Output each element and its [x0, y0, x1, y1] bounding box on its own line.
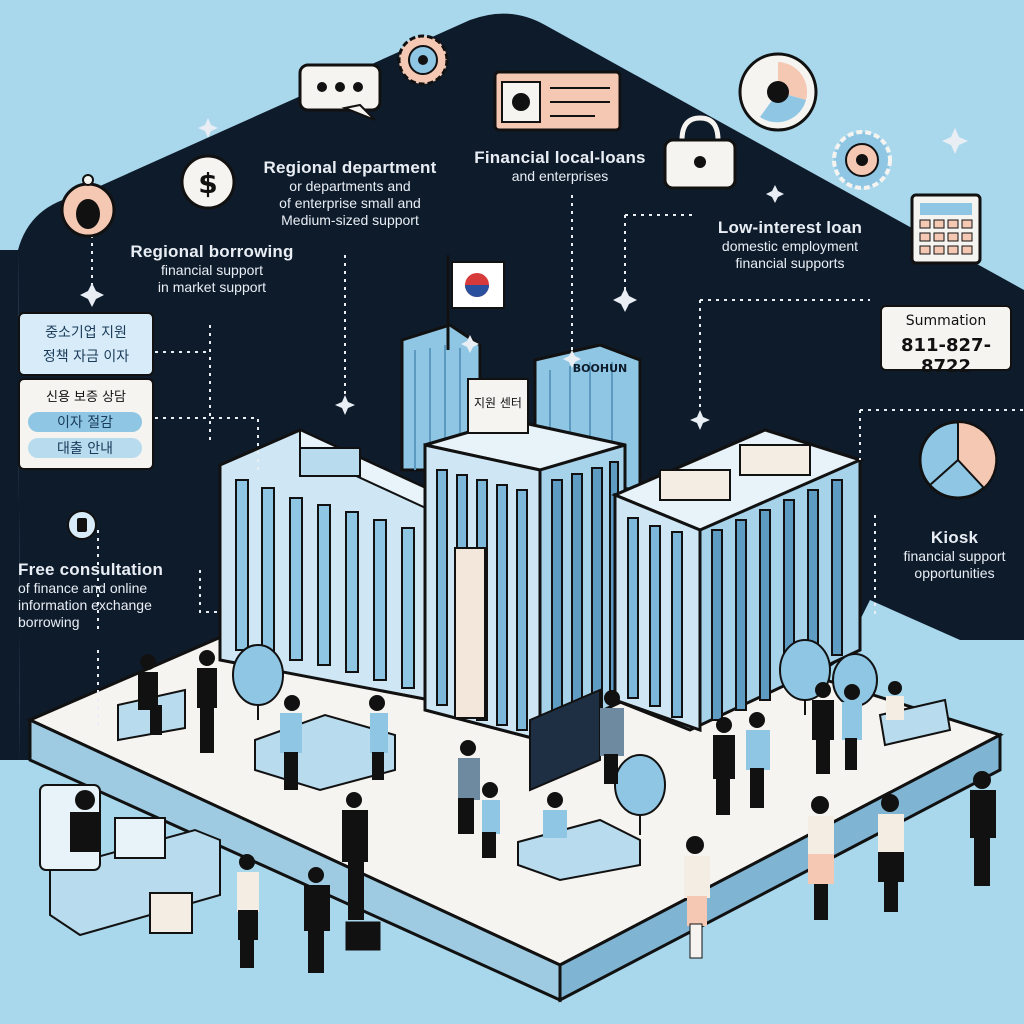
label-kiosk-info: Kiosk financial support opportunities [885, 528, 1024, 582]
pie-chart-small-icon [918, 420, 998, 500]
korean-flag-icon [446, 255, 505, 350]
label-low-interest-loan-title: Low-interest loan [717, 218, 863, 237]
label-regional-borrowing-sub2: in market support [157, 279, 267, 296]
label-kiosk-info-title: Kiosk [930, 528, 979, 547]
facade-sign-text: 지원 센터 [474, 396, 522, 410]
summary-panel-number: 811-827-8722 [900, 335, 992, 377]
padlock-bag-icon [663, 115, 737, 190]
summary-panel: Summation 811-827-8722 [880, 305, 1012, 377]
label-free-consultation-sub1: of finance and online [18, 580, 148, 597]
label-regional-borrowing: Regional borrowing financial support in … [112, 242, 312, 296]
label-regional-department-title: Regional department [263, 158, 437, 177]
label-regional-department-sub2: of enterprise small and [279, 195, 421, 212]
leader-lines [91, 195, 1024, 730]
people [70, 650, 996, 973]
korean-info-card-1: 중소기업 지원 정책 자금 이자 [18, 312, 154, 376]
label-financial-loans-sub: and enterprises [511, 168, 609, 185]
dollar-icon: $ [180, 154, 236, 210]
label-regional-department: Regional department or departments and o… [250, 158, 450, 229]
korean-card-1-line2: 정책 자금 이자 [42, 349, 130, 365]
label-free-consultation-sub3: borrowing [18, 613, 80, 630]
label-regional-borrowing-sub1: financial support [161, 262, 263, 279]
label-low-interest-loan-sub2: financial supports [735, 255, 845, 272]
summary-panel-title: Summation [905, 313, 987, 329]
sparkles [80, 118, 968, 430]
label-low-interest-loan: Low-interest loan domestic employment fi… [690, 218, 890, 272]
korean-card-2-row1: 이자 절감 [28, 412, 142, 432]
info-badge-icon [67, 510, 97, 540]
label-free-consultation-sub2: information exchange [18, 597, 152, 614]
label-regional-department-sub3: Medium-sized support [281, 211, 419, 228]
korean-card-2-row2: 대출 안내 [28, 438, 142, 458]
korean-info-card-2: 신용 보증 상담 이자 절감 대출 안내 [18, 378, 154, 470]
label-regional-borrowing-title: Regional borrowing [130, 242, 294, 261]
gear-badge-icon [832, 130, 892, 190]
central-building [423, 418, 627, 792]
label-free-consultation: Free consultation of finance and online … [18, 560, 198, 631]
label-low-interest-loan-sub1: domestic employment [721, 238, 859, 255]
korean-card-1-line1: 중소기업 지원 [45, 325, 127, 341]
facade-sign-board: 지원 센터 [467, 378, 529, 434]
left-building [218, 428, 432, 702]
label-free-consultation-title: Free consultation [18, 560, 164, 579]
chat-bubble-icon [298, 63, 382, 121]
dark-backdrop-left [0, 250, 20, 760]
label-financial-loans-title: Financial local-loans [474, 148, 646, 167]
label-regional-department-sub1: or departments and [289, 178, 411, 195]
document-card-icon [493, 70, 622, 132]
person-badge-icon [60, 174, 116, 238]
label-kiosk-info-sub1: financial support [903, 548, 1006, 565]
calculator-icon [910, 193, 982, 265]
gear-icon [397, 34, 449, 86]
korean-card-2-line1: 신용 보증 상담 [45, 390, 127, 405]
label-kiosk-info-sub2: opportunities [914, 565, 995, 582]
pie-chart-icon [738, 52, 818, 132]
svg-text:$: $ [198, 167, 217, 200]
label-financial-loans: Financial local-loans and enterprises [470, 148, 650, 185]
building-sign-top: BOOHUN [572, 362, 628, 375]
